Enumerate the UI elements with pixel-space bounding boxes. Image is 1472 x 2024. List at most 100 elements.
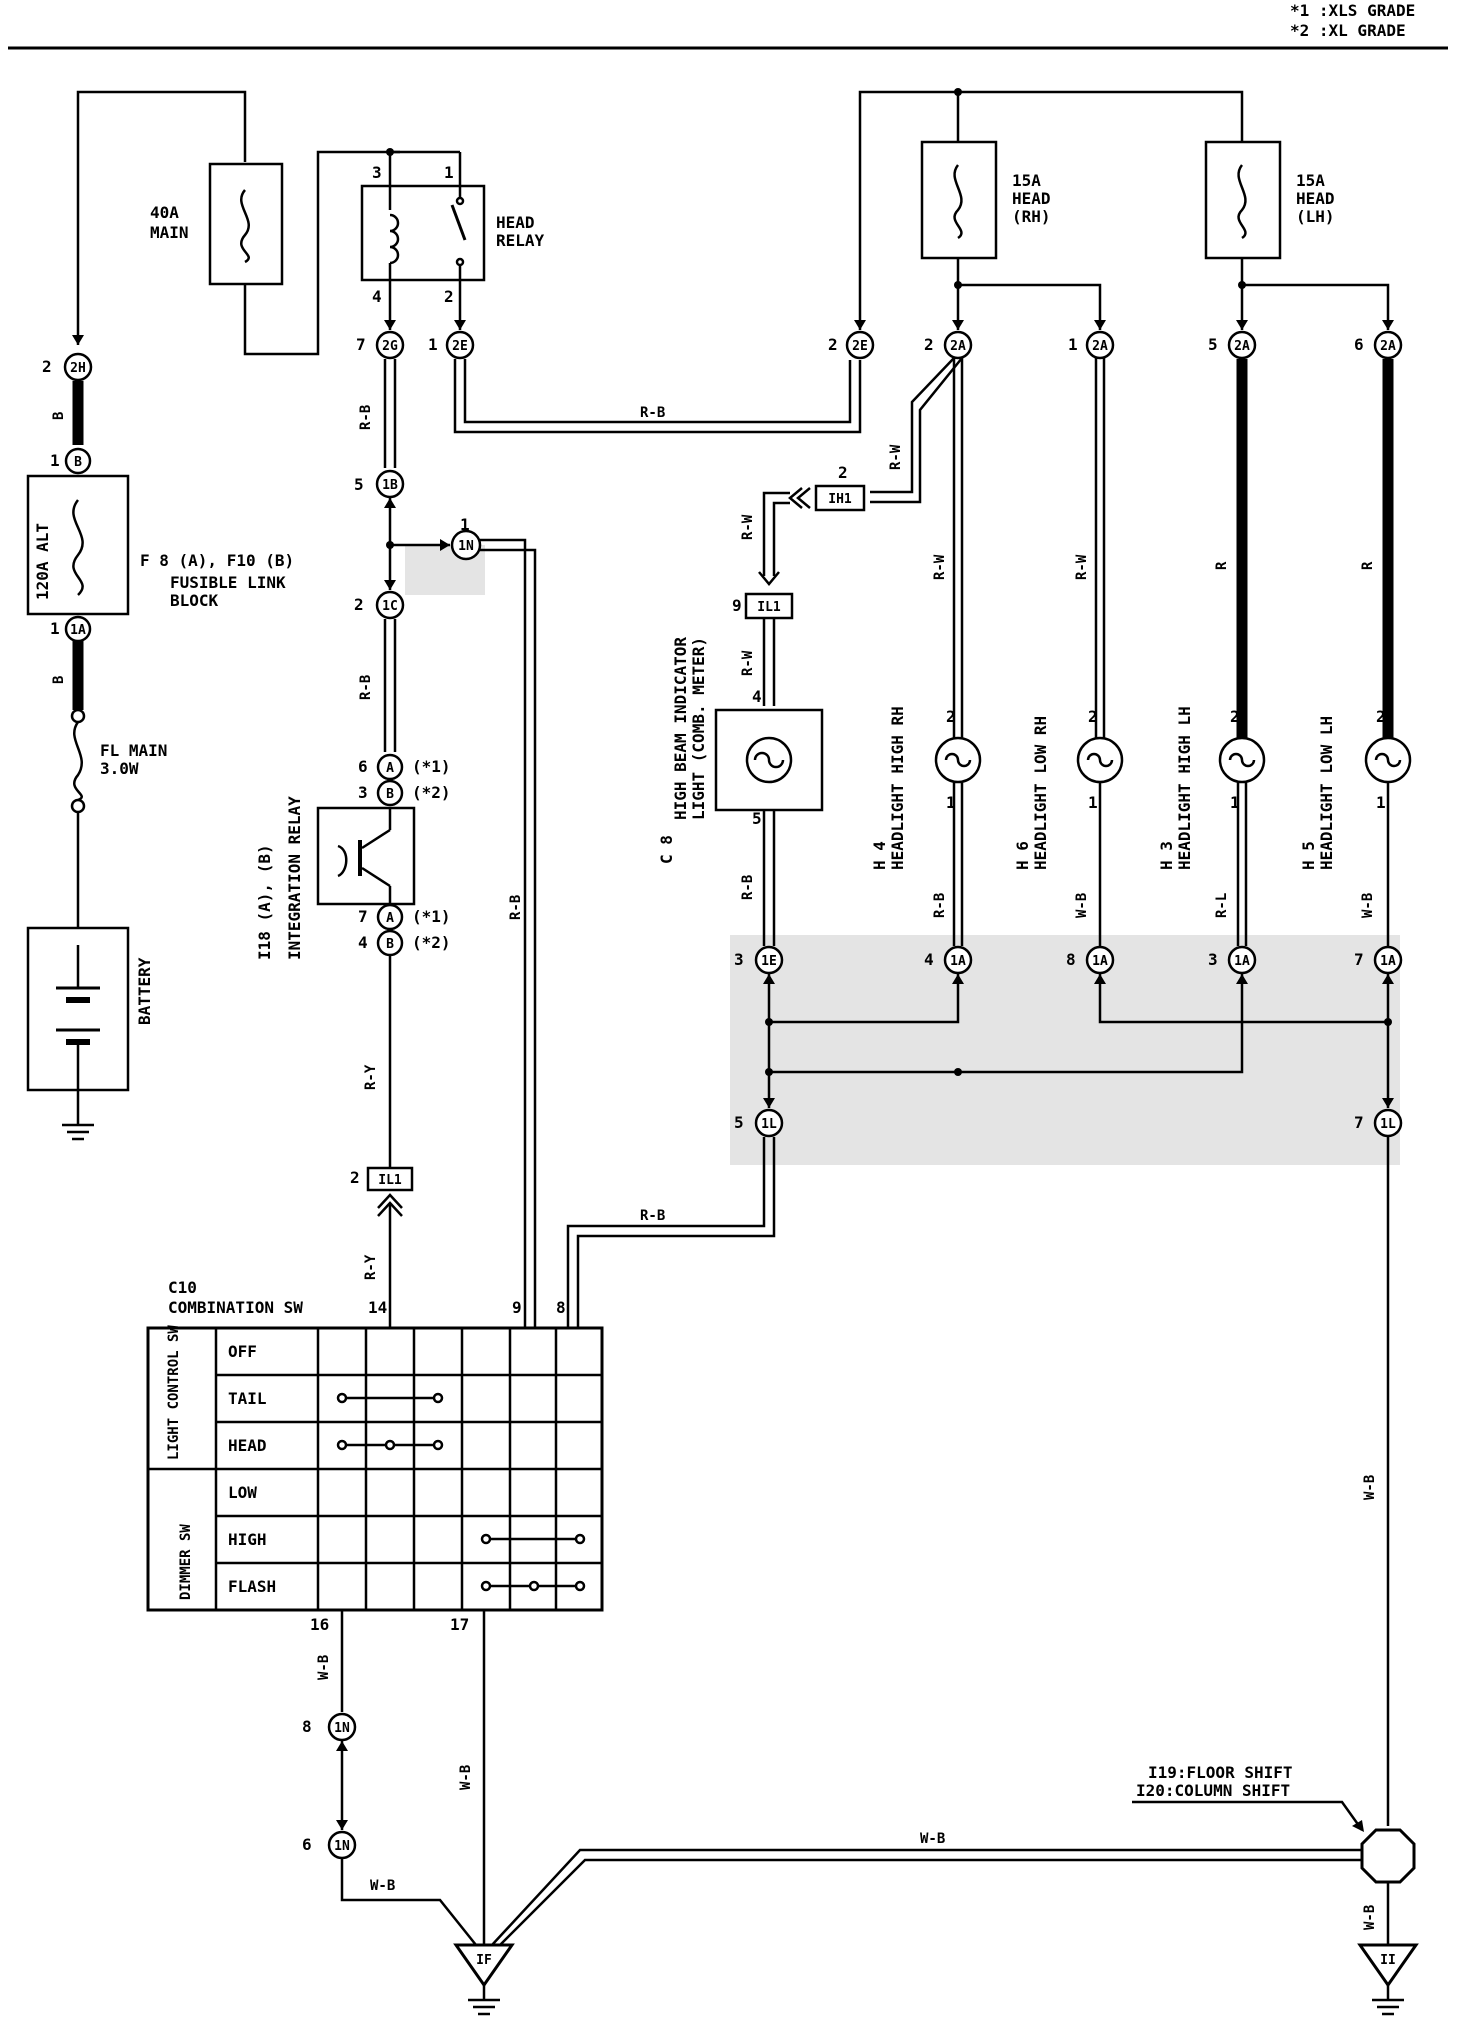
ground-if-symbol xyxy=(453,1943,515,1988)
junction-i19-i20 xyxy=(1360,1828,1416,1884)
pin-1n-num: 1 xyxy=(460,515,470,534)
hb-pin4: 4 xyxy=(752,687,762,706)
combo-pin16: 16 xyxy=(310,1615,329,1634)
connector-1a-h6-label: 1A xyxy=(1092,954,1108,969)
pin-1l-right-num: 7 xyxy=(1354,1113,1364,1132)
wire-wb-long-a xyxy=(491,1848,1366,1946)
head-dot-2 xyxy=(384,1439,396,1451)
flash-dot-1 xyxy=(480,1580,492,1592)
fuse-15a-rh xyxy=(920,140,998,260)
high-beam-filament-icon xyxy=(753,751,785,769)
h6-name: HEADLIGHT LOW RH xyxy=(1031,716,1050,870)
pin-2a-1-num: 2 xyxy=(924,335,934,354)
lh-split-node xyxy=(1238,281,1246,289)
connector-2a-1-label: 2A xyxy=(950,339,966,354)
wire-label-ry-top: R-Y xyxy=(363,1064,379,1090)
combo-row-low: LOW xyxy=(228,1483,257,1502)
integration-relay-name: INTEGRATION RELAY xyxy=(285,796,304,960)
connector-il1-label: IL1 xyxy=(757,600,781,615)
connector-1a-alt-label: 1A xyxy=(70,623,86,638)
wire-lh-split xyxy=(1242,283,1390,330)
wire-rw-il1-a xyxy=(762,491,790,576)
wire-top-bus xyxy=(858,90,1244,330)
wire-label-rb-h4: R-B xyxy=(932,893,948,918)
connector-2a-2-label: 2A xyxy=(1092,339,1108,354)
connector-1e-label: 1E xyxy=(761,954,777,969)
connector-ir-b-bottom-label: B xyxy=(386,937,394,952)
fuse-40a-element-icon xyxy=(240,189,250,264)
arrow-2e xyxy=(454,320,466,330)
connector-1a-h5-label: 1A xyxy=(1380,954,1396,969)
arrow-2a-3 xyxy=(1236,320,1248,330)
wire-label-rb-1c: R-B xyxy=(358,675,374,700)
arrow-1n xyxy=(440,539,450,551)
h5-pin2: 2 xyxy=(1376,707,1386,726)
fusible-link-block xyxy=(26,474,130,616)
connector-1n xyxy=(450,529,482,561)
wire-label-wb-long: W-B xyxy=(920,1831,945,1847)
fusible-link-icon xyxy=(72,499,84,596)
h4-name: HEADLIGHT HIGH RH xyxy=(888,706,907,870)
connector-2e-label: 2E xyxy=(452,339,468,354)
wire-label-rb-top: R-B xyxy=(640,405,665,421)
connector-2a-3 xyxy=(1227,330,1257,360)
arrow-1l-right-down xyxy=(1382,1098,1394,1108)
connector-1n-8 xyxy=(327,1712,357,1742)
combo-group-dimmer: DIMMER SW xyxy=(178,1524,194,1600)
pin-1a-h4-num: 4 xyxy=(924,950,934,969)
wire-label-rb-meter: R-B xyxy=(740,875,756,900)
relay-contact-1 xyxy=(455,196,465,206)
connector-1b-relay xyxy=(375,469,405,499)
ground-ii-symbol xyxy=(1357,1943,1419,1988)
ground-if-label: IF xyxy=(476,1953,492,1968)
wire-label-b-bottom: B xyxy=(51,676,67,684)
h3-pin1: 1 xyxy=(1230,793,1240,812)
connector-ir-b-top-label: B xyxy=(386,787,394,802)
combo-group-light: LIGHT CONTROL SW xyxy=(166,1325,182,1460)
ir-note-1-top: (*1) xyxy=(412,757,451,776)
grade-note-2: *2 :XL GRADE xyxy=(1290,21,1406,40)
pin-2h-num: 2 xyxy=(42,357,52,376)
pin-2e-num: 1 xyxy=(428,335,438,354)
connector-1c xyxy=(375,590,405,620)
fuse-40a-main xyxy=(208,162,284,286)
head-relay-box xyxy=(360,184,486,282)
wire-label-b-top: B xyxy=(51,412,67,420)
ir-pin3: 3 xyxy=(358,783,368,802)
arrow-1l-down xyxy=(763,1098,775,1108)
connector-ir-b-top xyxy=(376,779,404,807)
shift-note-2: I20:COLUMN SHIFT xyxy=(1136,1781,1290,1800)
arrow-1a-h4-up xyxy=(952,974,964,984)
wire-label-rw-il1: R-W xyxy=(740,514,756,540)
relay-pin4: 4 xyxy=(372,287,382,306)
shift-note-leader xyxy=(1132,1800,1364,1831)
wire-rh-split xyxy=(958,283,1102,330)
wire-label-rw-meter: R-W xyxy=(740,650,756,676)
pin-1a-h5-num: 7 xyxy=(1354,950,1364,969)
pin-2g-num: 7 xyxy=(356,335,366,354)
wire-rb-1n-b xyxy=(480,548,537,1328)
combo-sw-name: COMBINATION SW xyxy=(168,1298,303,1317)
pin-2e-right-num: 2 xyxy=(828,335,838,354)
connector-ir-a-bottom-label: A xyxy=(386,911,394,926)
pin-1n8-num: 8 xyxy=(302,1717,312,1736)
wire-label-wb-h5: W-B xyxy=(1360,893,1376,918)
pin-1n6-num: 6 xyxy=(302,1835,312,1854)
connector-2e-right xyxy=(845,330,875,360)
head-relay-label-1: HEAD xyxy=(496,213,535,232)
junction-node-4 xyxy=(1384,1018,1392,1026)
pin-1a-h3-num: 3 xyxy=(1208,950,1218,969)
arrow-2a-2 xyxy=(1094,320,1106,330)
combo-row-off: OFF xyxy=(228,1342,257,1361)
wire-rb-1l-b xyxy=(576,1137,776,1328)
fuse-lh-name: HEAD xyxy=(1296,189,1335,208)
wire-wb-long-b xyxy=(499,1858,1366,1946)
tail-dot-2 xyxy=(432,1392,444,1404)
ih1-chevron2-icon xyxy=(788,487,803,509)
h3-pin2: 2 xyxy=(1230,707,1240,726)
wire-label-wb-h6: W-B xyxy=(1074,893,1090,918)
ir-pin4: 4 xyxy=(358,933,368,952)
fusible-link-name-1: FUSIBLE LINK xyxy=(170,573,286,592)
relay-pin1: 1 xyxy=(444,163,454,182)
arrow-1a-h3-up xyxy=(1236,974,1248,984)
